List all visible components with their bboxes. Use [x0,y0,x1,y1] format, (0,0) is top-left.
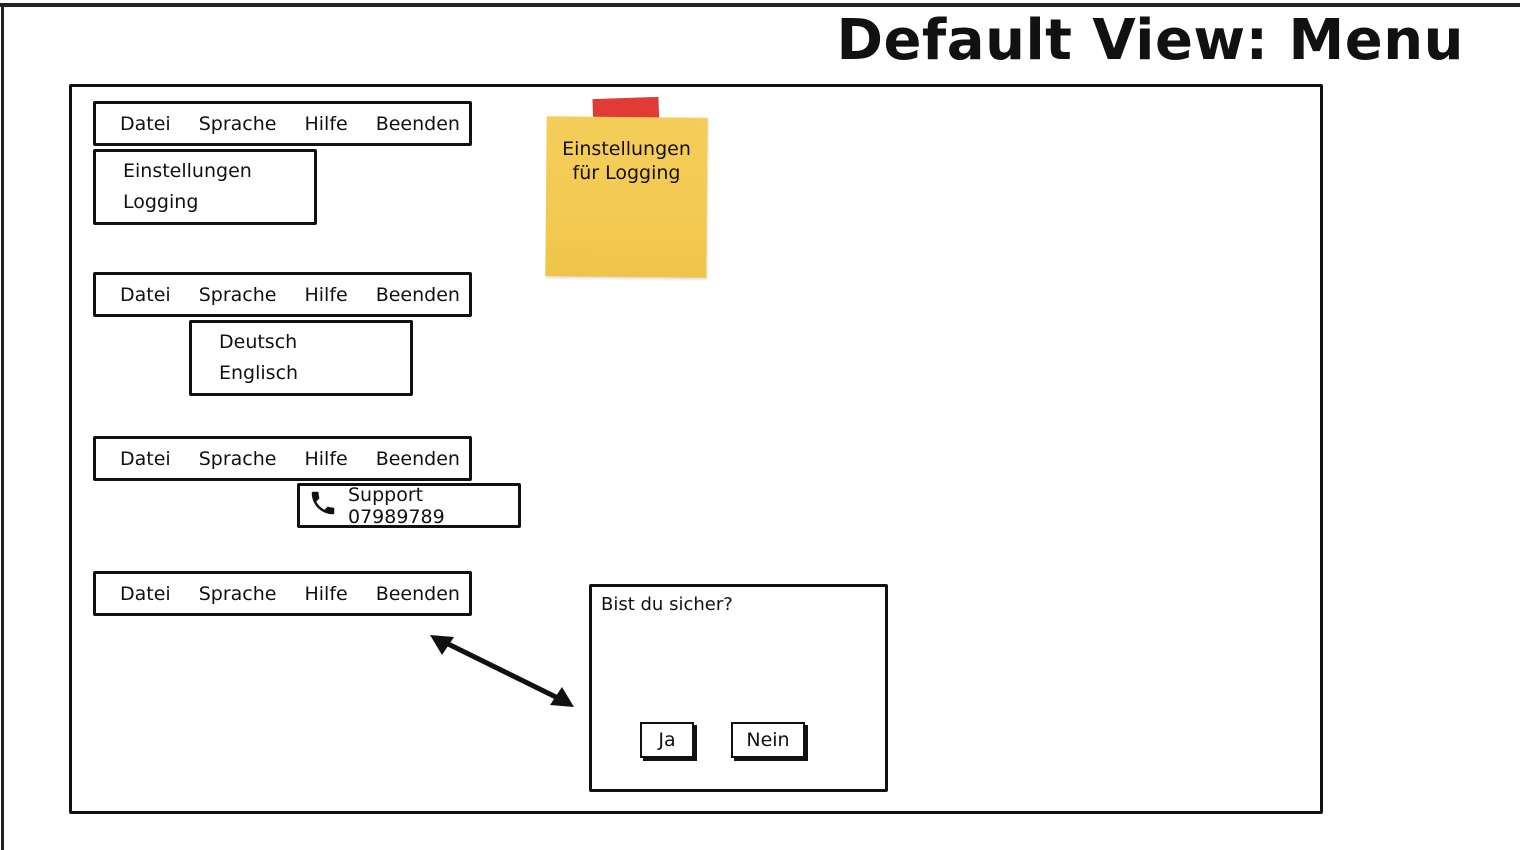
dialog-question: Bist du sicher? [601,594,733,615]
top-border [0,3,1520,7]
menu-beenden[interactable]: Beenden [375,283,460,306]
menu-hilfe[interactable]: Hilfe [304,283,348,306]
menu-sprache[interactable]: Sprache [198,447,277,470]
sprache-dropdown: Deutsch Englisch [189,320,413,396]
menu-sprache[interactable]: Sprache [198,582,277,605]
menubar: Datei Sprache Hilfe Beenden [93,101,472,146]
menu-beenden[interactable]: Beenden [375,582,460,605]
double-arrow-icon [430,635,574,707]
menu-item-englisch[interactable]: Englisch [219,362,299,384]
menu-item-support[interactable]: Support 07989789 [297,483,521,528]
menu-hilfe[interactable]: Hilfe [304,112,348,135]
sticky-note-text: Einstellungen für Logging [546,137,707,185]
menu-hilfe[interactable]: Hilfe [304,582,348,605]
sticky-line-1: Einstellungen [562,138,691,160]
menu-sprache[interactable]: Sprache [198,283,277,306]
menu-item-einstellungen[interactable]: Einstellungen [123,160,252,182]
phone-icon [308,488,338,523]
yes-button[interactable]: Ja [640,722,694,758]
no-button[interactable]: Nein [731,722,805,758]
menu-datei[interactable]: Datei [120,283,171,306]
left-border [1,3,4,850]
mockup-frame [69,84,1323,814]
menubar: Datei Sprache Hilfe Beenden [93,436,472,481]
menu-datei[interactable]: Datei [120,447,171,470]
datei-dropdown: Einstellungen Logging [93,149,317,225]
sticky-line-2: für Logging [572,162,681,184]
menu-beenden[interactable]: Beenden [375,112,460,135]
menu-datei[interactable]: Datei [120,112,171,135]
menubar: Datei Sprache Hilfe Beenden [93,571,472,616]
menubar: Datei Sprache Hilfe Beenden [93,272,472,317]
menu-datei[interactable]: Datei [120,582,171,605]
menu-item-logging[interactable]: Logging [123,191,199,213]
menu-item-deutsch[interactable]: Deutsch [219,331,298,353]
confirm-dialog: Bist du sicher? Ja Nein [589,584,888,792]
menu-sprache[interactable]: Sprache [198,112,277,135]
menu-beenden[interactable]: Beenden [375,447,460,470]
page-title: Default View: Menu [836,8,1464,73]
menu-hilfe[interactable]: Hilfe [304,447,348,470]
support-label: Support 07989789 [348,483,445,528]
